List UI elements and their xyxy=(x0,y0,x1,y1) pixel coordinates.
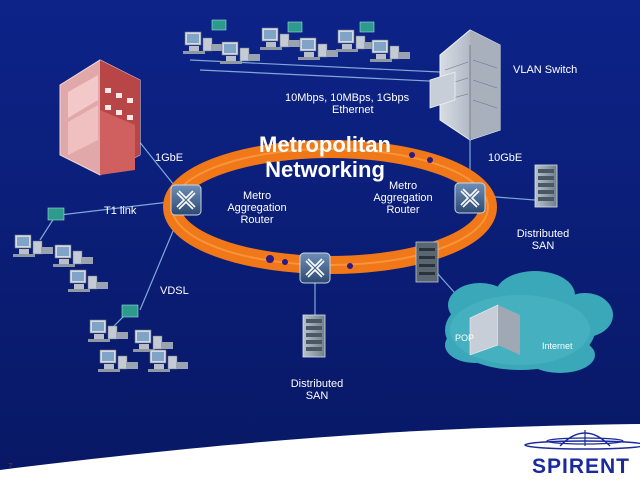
hub-icon xyxy=(359,21,375,33)
router-left-label: Metro Aggregation Router xyxy=(212,190,302,226)
router-icon xyxy=(299,252,331,284)
gbe-right-label: 10GbE xyxy=(488,152,523,164)
hub-icon xyxy=(47,207,65,221)
router-right-label-line3: Router xyxy=(386,204,420,216)
diagram-title: Metropolitan Networking xyxy=(225,132,425,182)
hub-icon xyxy=(121,304,139,318)
server-rack-icon xyxy=(302,314,326,358)
san-right-label: Distributed SAN xyxy=(508,228,578,252)
router-right-label-line2: Aggregation xyxy=(373,192,433,204)
router-icon xyxy=(170,184,202,216)
router-icon xyxy=(454,182,486,214)
ring-dot xyxy=(347,263,353,269)
page-number: 7 xyxy=(8,462,13,471)
ring-dot xyxy=(427,157,433,163)
san-bottom-label: Distributed SAN xyxy=(282,378,352,402)
tower-icon xyxy=(429,29,501,141)
workstation-group-vdsl xyxy=(87,304,189,373)
cloud-icon xyxy=(445,271,613,373)
hub-icon xyxy=(211,19,227,31)
t1-link-label: T1 link xyxy=(104,205,137,217)
footer-wave xyxy=(0,424,640,480)
server-rack-icon xyxy=(534,164,558,208)
gbe-left-label: 1GbE xyxy=(155,152,184,164)
router-left-label-line3: Router xyxy=(240,214,274,226)
workstation-group-t1 xyxy=(12,207,109,293)
san-right-label-line1: Distributed xyxy=(516,228,570,240)
ring-dot xyxy=(266,255,274,263)
ethernet-label: Ethernet xyxy=(332,104,374,116)
router-right-label: Metro Aggregation Router xyxy=(358,180,448,216)
router-left-label-line2: Aggregation xyxy=(227,202,287,214)
building-icon xyxy=(59,59,141,176)
san-bottom-label-line2: SAN xyxy=(305,390,329,402)
server-rack-icon xyxy=(415,241,439,283)
workstation-group-top xyxy=(182,19,411,65)
internet-label: Internet xyxy=(542,341,573,351)
spirent-logo xyxy=(524,430,640,450)
san-right-label-line2: SAN xyxy=(531,240,555,252)
hub-icon xyxy=(287,21,303,33)
ring-dot xyxy=(409,152,415,158)
san-bottom-label-line1: Distributed xyxy=(290,378,344,390)
ethernet-speed-label: 10Mbps, 10MBps, 1Gbps xyxy=(285,92,410,104)
diagram-title-line2: Networking xyxy=(265,157,385,182)
ring-dot xyxy=(282,259,288,265)
pop-label: POP xyxy=(455,333,475,343)
vlan-switch-label: VLAN Switch xyxy=(513,64,578,76)
router-right-label-line1: Metro xyxy=(388,180,418,192)
diagram-title-line1: Metropolitan xyxy=(259,132,391,157)
spirent-logo-text: SPIRENT xyxy=(532,455,631,478)
vdsl-label: VDSL xyxy=(160,285,189,297)
router-left-label-line1: Metro xyxy=(242,190,272,202)
